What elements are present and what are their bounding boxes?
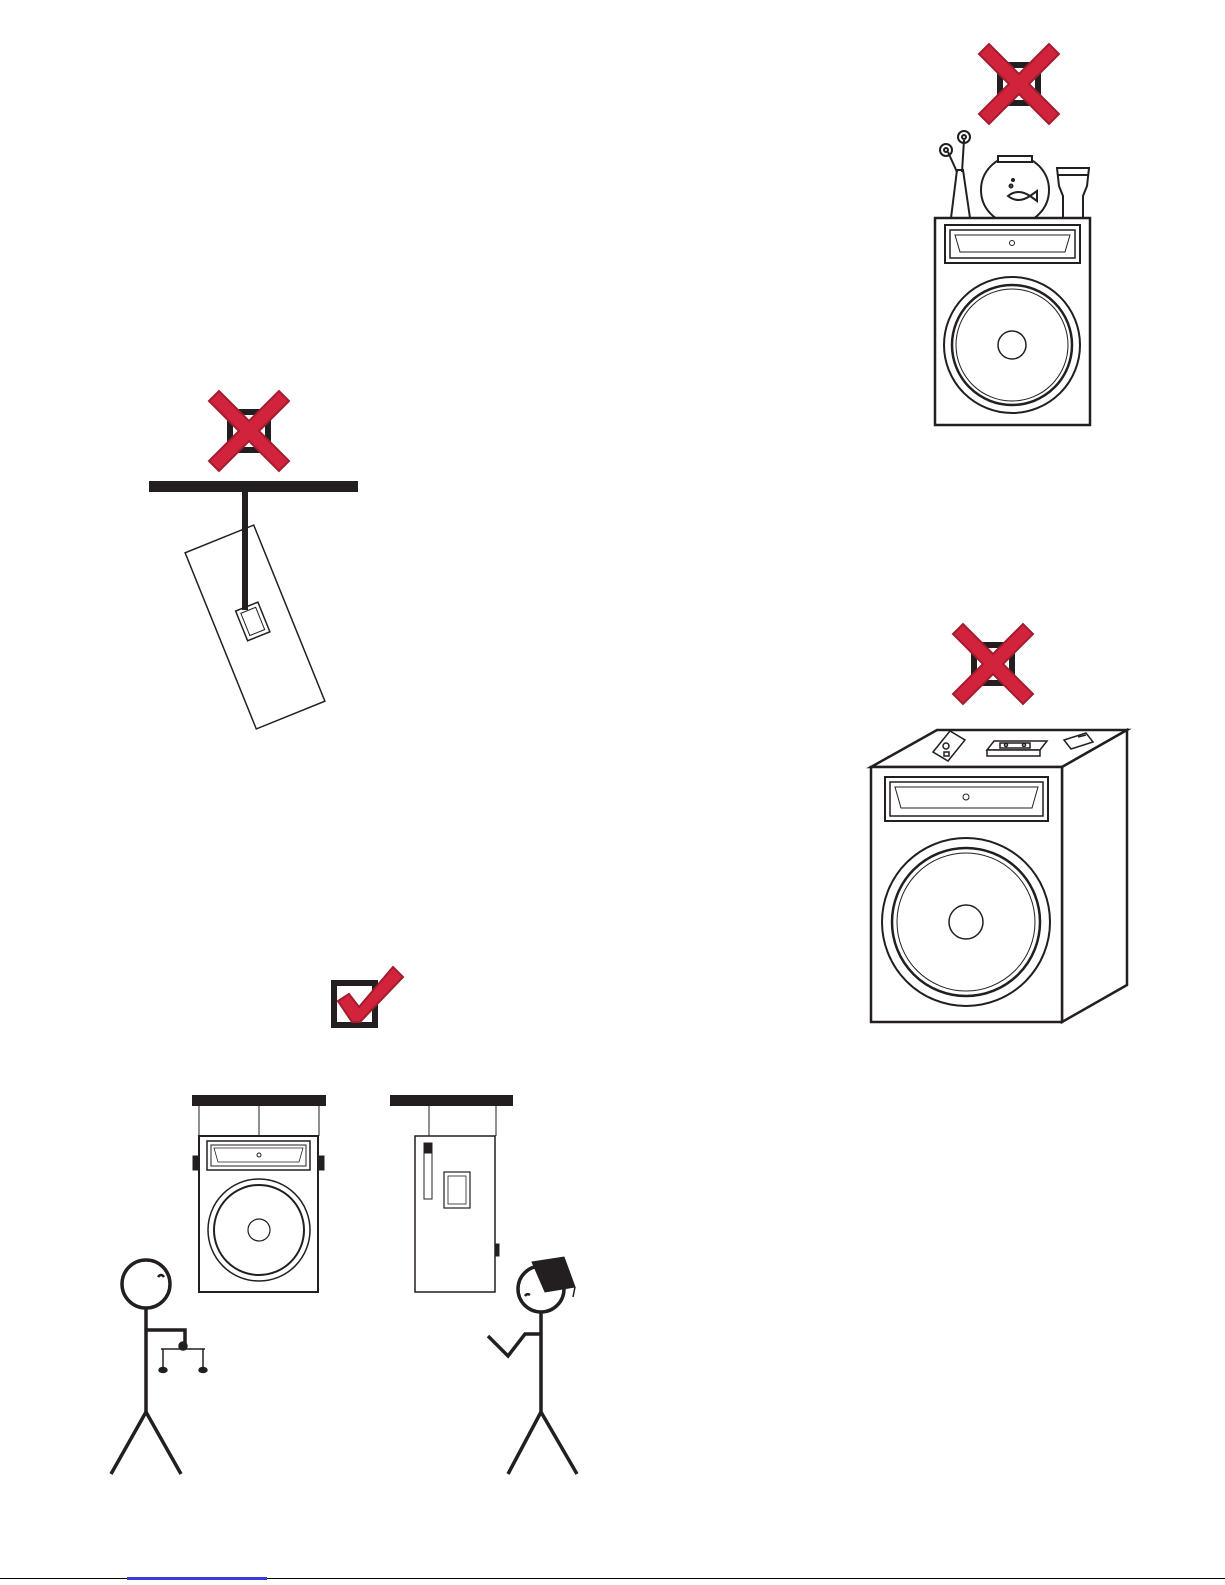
- multi-point-suspension-figure: [111, 967, 577, 1474]
- red-x-icon: [979, 44, 1059, 124]
- hung-speaker-rear: [415, 1136, 499, 1292]
- footer-link-underline[interactable]: [127, 1577, 267, 1580]
- glass-icon: [1057, 168, 1089, 218]
- suspension-cables: [429, 1106, 496, 1136]
- tilted-speaker-cabinet: [185, 525, 325, 729]
- objects-on-top-figure: [935, 44, 1090, 425]
- red-x-icon: [209, 391, 289, 471]
- graduation-cap-icon: [532, 1257, 575, 1297]
- speaker-cabinet-3d: [871, 730, 1127, 1022]
- ceiling-beam: [192, 1095, 326, 1106]
- stick-figure-with-graduation-cap: [488, 1257, 577, 1474]
- red-check-icon: [334, 967, 403, 1025]
- single-point-suspension-figure: [149, 391, 358, 729]
- flower-vase-icon: [940, 131, 970, 218]
- video-cassette-icon: [987, 741, 1047, 756]
- scales-icon: [159, 1342, 207, 1373]
- ceiling-beam: [390, 1095, 513, 1106]
- hung-speaker-front: [193, 1136, 324, 1292]
- magnetic-media-figure: [871, 624, 1127, 1022]
- stick-figure-with-scales: [111, 1260, 207, 1474]
- fish-bowl-icon: [981, 156, 1049, 224]
- ceiling-beam: [149, 481, 358, 492]
- speaker-cabinet: [935, 218, 1090, 425]
- suspension-cables: [199, 1106, 319, 1136]
- red-x-icon: [953, 624, 1033, 704]
